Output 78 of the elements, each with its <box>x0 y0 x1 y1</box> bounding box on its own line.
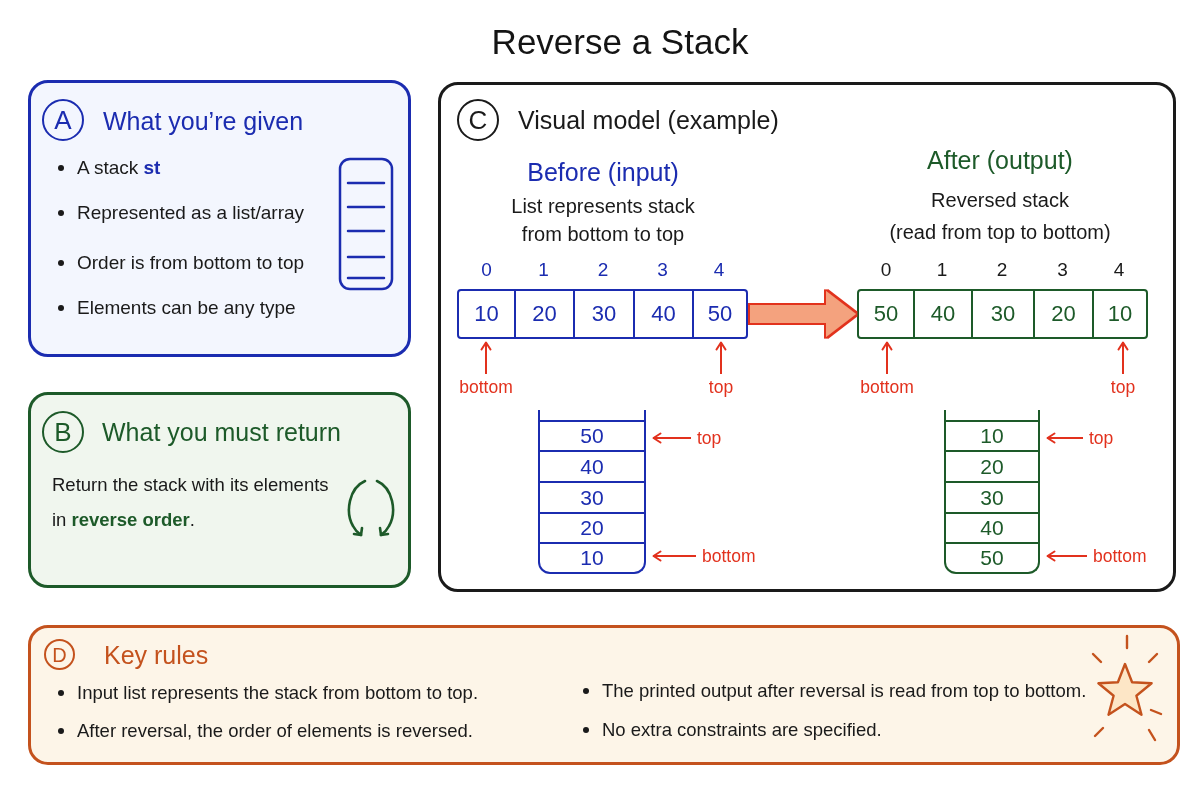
pointer-label: top <box>1089 428 1114 448</box>
caption-text: List represents stack from bottom to top <box>510 194 696 247</box>
pointer-label: bottom <box>702 546 756 566</box>
body-text: Return the stack with its elements in reverse order. <box>52 473 330 532</box>
stack-element: 20 <box>540 512 644 542</box>
pointer-arrow <box>652 432 692 444</box>
stack-element: 30 <box>540 481 644 512</box>
array-element: 10 <box>1092 291 1146 337</box>
section-panel <box>28 392 411 588</box>
transform-arrow <box>750 291 856 337</box>
index-label: 3 <box>657 259 668 281</box>
pointer-arrow <box>881 341 893 375</box>
index-label: 2 <box>597 259 609 281</box>
stack-element: 40 <box>540 450 644 481</box>
section-heading: Key rules <box>104 640 209 670</box>
array-element: 20 <box>1033 291 1092 337</box>
diagram-title: Reverse a Stack <box>491 21 749 63</box>
subheading: Before (input) <box>527 157 679 187</box>
index-label: 4 <box>713 259 725 281</box>
bullet-item: Order is from bottom to top <box>56 250 305 276</box>
section-letter: C <box>457 99 499 141</box>
section-heading: What you’re given <box>103 106 304 136</box>
array-element: 40 <box>633 291 692 337</box>
stack-element: 10 <box>540 542 644 572</box>
section-panel <box>28 625 1180 765</box>
section-heading: What you must return <box>102 417 341 447</box>
stack-element: 50 <box>946 542 1038 572</box>
list-array <box>457 289 748 339</box>
list-array <box>857 289 1148 339</box>
array-element: 50 <box>692 291 746 337</box>
section-letter: B <box>42 411 84 453</box>
stack-element: 20 <box>946 450 1038 481</box>
pointer-label: bottom <box>459 377 513 397</box>
array-element: 40 <box>913 291 971 337</box>
bullet-item: Input list represents the stack from bottom to top. <box>56 680 479 706</box>
pointer-arrow <box>715 341 727 375</box>
stack-element: 10 <box>946 420 1038 450</box>
bullet-item: A stack st <box>56 155 161 181</box>
index-label: 0 <box>880 259 892 281</box>
stack-element: 30 <box>946 481 1038 512</box>
index-label: 0 <box>481 259 492 281</box>
array-element: 30 <box>971 291 1033 337</box>
stack-element: 50 <box>540 420 644 450</box>
index-label: 2 <box>996 259 1008 281</box>
pointer-label: top <box>1110 377 1136 397</box>
subheading: After (output) <box>927 145 1073 175</box>
bullet-item: After reversal, the order of elements is reversed. <box>56 718 473 744</box>
pointer-arrow <box>1117 341 1129 375</box>
array-element: 20 <box>514 291 573 337</box>
bullet-item: Represented as a list/array <box>56 200 305 226</box>
bullet-item: Elements can be any type <box>56 295 296 321</box>
caption-text: Reversed stack <box>931 188 1069 213</box>
pointer-label: bottom <box>860 377 914 397</box>
section-letter: D <box>44 639 75 670</box>
stack-element: 40 <box>946 512 1038 542</box>
section-panel <box>28 80 411 357</box>
array-element: 50 <box>859 291 913 337</box>
pointer-arrow <box>1046 550 1088 562</box>
bullet-item: The printed output after reversal is read from top to bottom. <box>581 678 1087 704</box>
index-label: 1 <box>936 259 948 281</box>
pointer-label: bottom <box>1093 546 1147 566</box>
index-label: 4 <box>1113 259 1125 281</box>
bullet-item: No extra constraints are specified. <box>581 717 882 743</box>
pointer-label: top <box>697 428 722 448</box>
array-element: 30 <box>573 291 633 337</box>
section-heading: Visual model (example) <box>518 105 779 135</box>
pointer-arrow <box>1046 432 1084 444</box>
section-letter: A <box>42 99 84 141</box>
section-panel <box>438 82 1176 592</box>
index-label: 1 <box>538 259 549 281</box>
array-element: 10 <box>459 291 514 337</box>
pointer-arrow <box>480 341 492 375</box>
caption-text: (read from top to bottom) <box>889 220 1111 245</box>
pointer-arrow <box>652 550 697 562</box>
index-label: 3 <box>1057 259 1068 281</box>
pointer-label: top <box>708 377 734 397</box>
stack-container <box>538 410 646 574</box>
stack-container <box>944 410 1040 574</box>
